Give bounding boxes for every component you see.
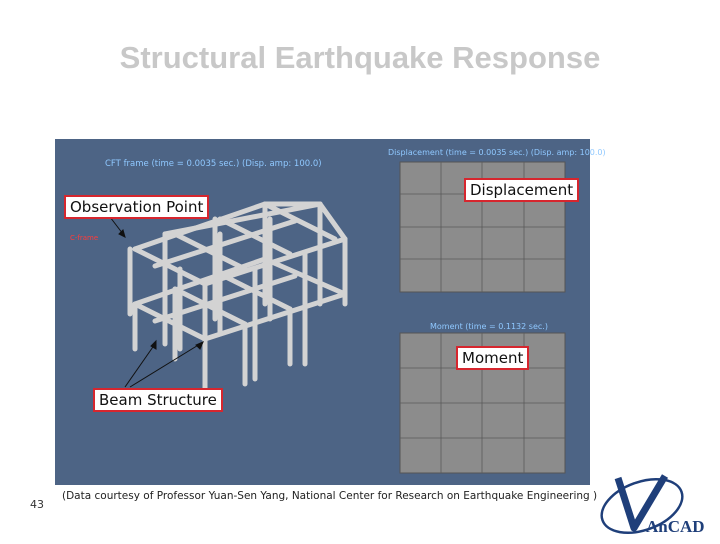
ancad-logo: AnCAD — [590, 470, 715, 540]
beam-frame-drawing — [109, 201, 348, 402]
moment-callout: Moment — [456, 346, 530, 370]
page-number: 43 — [30, 498, 44, 511]
moment-caption: Moment (time = 0.1132 sec.) — [430, 322, 548, 331]
slide-title: Structural Earthquake Response — [119, 40, 601, 75]
data-credit-note: (Data courtesy of Professor Yuan-Sen Yan… — [62, 490, 598, 502]
displacement-callout: Displacement — [464, 178, 580, 202]
observation-tag: C-frame — [70, 234, 99, 242]
beam-structure-callout: Beam Structure — [93, 388, 223, 412]
logo-text: AnCAD — [646, 517, 705, 536]
ancad-logo-mark: AnCAD — [600, 474, 705, 536]
frame-caption: CFT frame (time = 0.0035 sec.) (Disp. am… — [105, 159, 322, 169]
displacement-plot — [399, 161, 566, 293]
observation-point-callout: Observation Point — [64, 195, 210, 219]
displacement-caption: Displacement (time = 0.0035 sec.) (Disp.… — [388, 148, 606, 157]
